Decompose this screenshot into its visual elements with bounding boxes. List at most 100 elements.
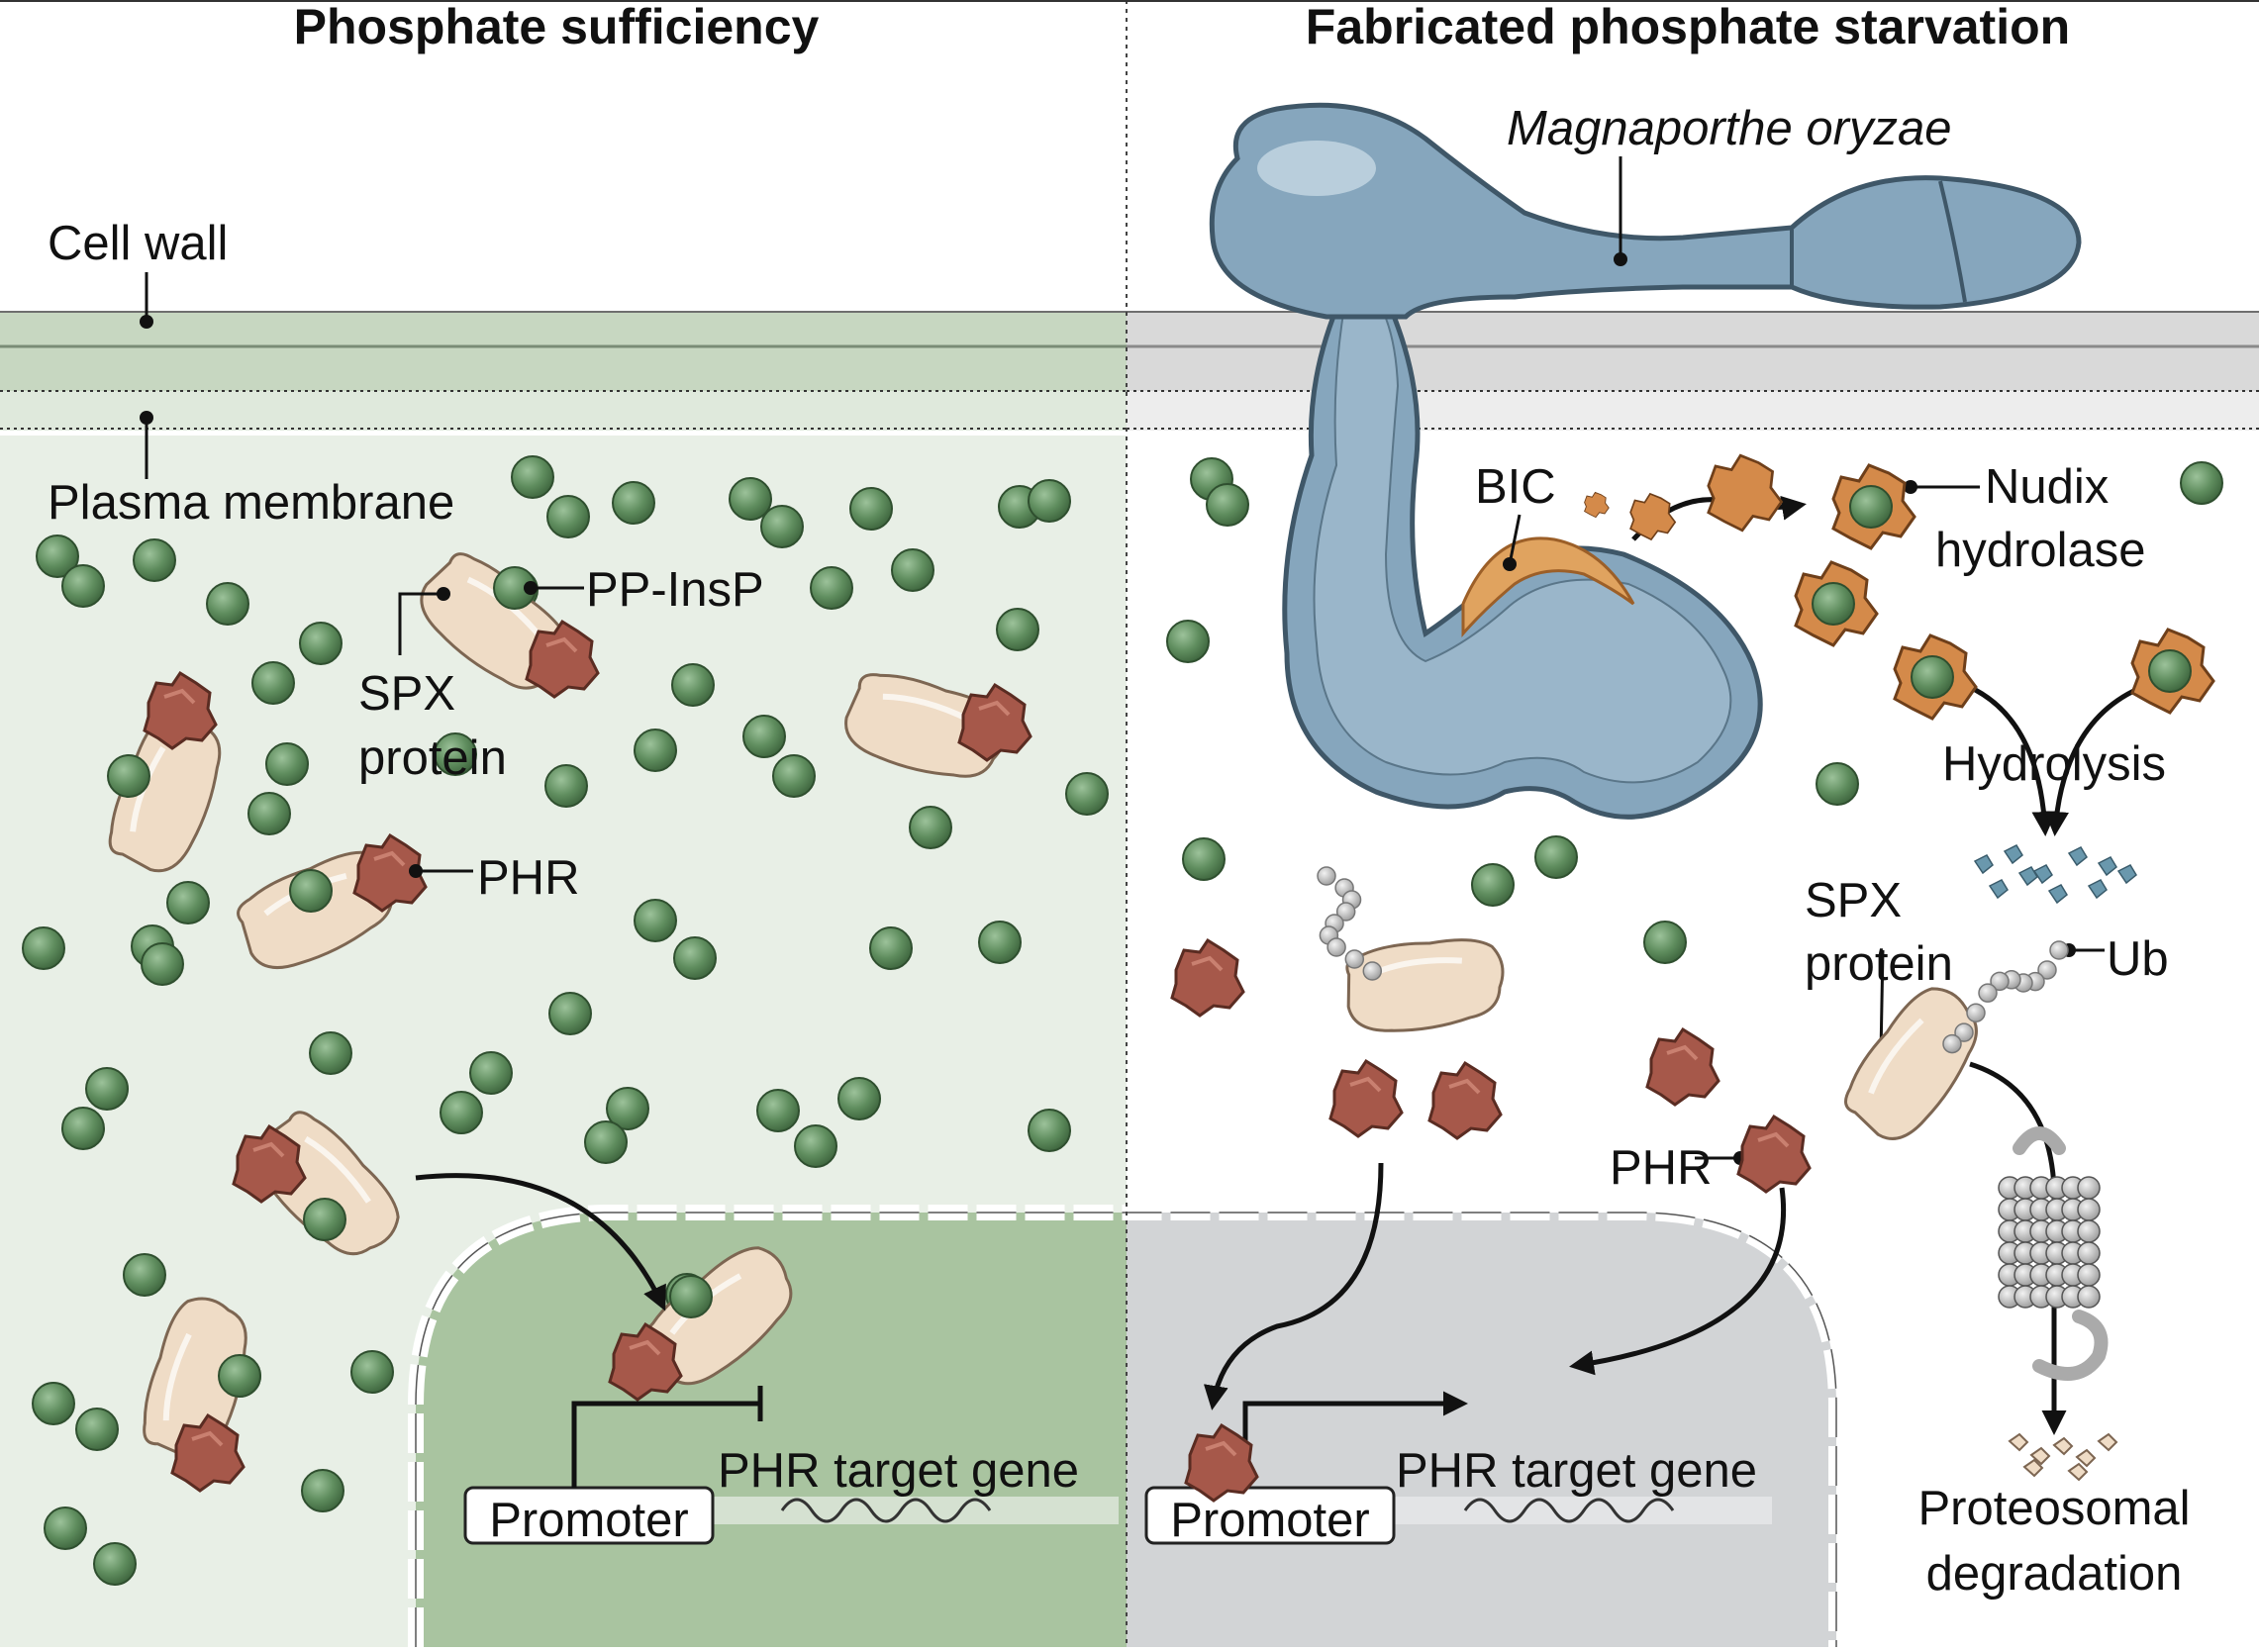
pp-insp-molecule xyxy=(301,1469,344,1512)
degraded-fragment xyxy=(2022,1458,2044,1478)
spx-label-left-line2: protein xyxy=(358,731,507,785)
pp-insp-molecule xyxy=(141,942,184,986)
spx-label-right-line1: SPX xyxy=(1805,874,1902,927)
pp-insp-molecule xyxy=(22,926,65,970)
pp-insp-molecule xyxy=(1065,772,1109,816)
pp-insp-molecule xyxy=(1816,762,1859,806)
ubiquitin xyxy=(1317,866,1336,886)
phr-protein xyxy=(1170,937,1245,1018)
nudix-hydrolase xyxy=(1831,463,1916,550)
pp-insp-molecule xyxy=(760,505,804,548)
pp-insp-molecule xyxy=(309,1031,352,1075)
pp-insp-label: PP-InsP xyxy=(586,563,764,617)
left-cell-wall xyxy=(0,312,1127,391)
nudix-hydrolase xyxy=(2130,628,2215,715)
phr-protein xyxy=(608,1321,683,1402)
pp-insp-molecule xyxy=(1471,863,1515,907)
hydrolysis-label: Hydrolysis xyxy=(1942,737,2166,791)
pp-insp-molecule xyxy=(247,792,291,835)
pp-insp-molecule xyxy=(36,534,79,578)
pp-insp-molecule xyxy=(669,1275,713,1318)
hydrolysis-fragment xyxy=(2047,884,2068,905)
ubiquitin xyxy=(1362,961,1383,981)
pp-insp-molecule xyxy=(612,481,655,525)
pp-insp-molecule xyxy=(511,455,554,499)
spx-label-left-line1: SPX xyxy=(358,667,455,721)
pp-insp-molecule xyxy=(93,1542,137,1586)
promoter-box-right xyxy=(1144,1486,1396,1545)
nudix-hydrolase xyxy=(1893,633,1978,721)
degraded-fragment xyxy=(2075,1448,2097,1468)
hydrolysis-fragment xyxy=(1988,879,2009,900)
pp-insp-molecule xyxy=(1534,835,1578,879)
phr-protein xyxy=(1184,1422,1259,1503)
proteosomal-label-line2: degradation xyxy=(1926,1547,2183,1601)
nudix-label-line1: Nudix xyxy=(1985,460,2109,514)
pp-insp-molecule xyxy=(1166,620,1210,663)
pp-insp-molecule xyxy=(1643,921,1687,964)
nudix-hydrolase xyxy=(1584,491,1610,519)
pp-insp-molecule xyxy=(303,1198,346,1241)
ubiquitin xyxy=(1954,1022,1974,1042)
phr-protein xyxy=(232,1123,307,1204)
phr-label-right: PHR xyxy=(1610,1141,1712,1195)
left-gene: Promoter PHR target gene xyxy=(415,1173,1119,1547)
ubiquitin xyxy=(2049,940,2069,960)
right-gene: Promoter PHR target gene xyxy=(1144,1162,1786,1547)
degraded-fragment xyxy=(2097,1432,2118,1452)
right-title: Fabricated phosphate starvation xyxy=(1306,0,2070,54)
pp-insp-molecule xyxy=(2180,461,2223,505)
pp-insp-molecule xyxy=(634,899,677,942)
pp-insp-molecule xyxy=(996,608,1039,651)
pp-insp-molecule xyxy=(289,869,333,913)
phr-protein xyxy=(525,619,600,699)
pp-insp-molecule xyxy=(299,622,343,665)
magnaporthe-label: Magnaporthe oryzae xyxy=(1507,102,1951,155)
phr-protein xyxy=(170,1412,246,1493)
pp-insp-molecule xyxy=(634,729,677,772)
pp-insp-molecule xyxy=(794,1124,837,1168)
gene-label-left: PHR target gene xyxy=(718,1444,1079,1498)
pp-insp-molecule xyxy=(729,477,772,521)
pp-insp-molecule xyxy=(756,1089,800,1132)
pp-insp-molecule xyxy=(772,754,816,798)
pp-insp-molecule xyxy=(32,1382,75,1425)
pp-insp-molecule xyxy=(166,881,210,924)
ub-label: Ub xyxy=(2107,932,2169,986)
hydrolysis-fragment xyxy=(2067,846,2088,867)
right-molecules xyxy=(1170,453,2215,1503)
nudix-hydrolase xyxy=(1629,492,1677,541)
pp-insp-molecule xyxy=(85,1067,129,1111)
plasma-membrane-label: Plasma membrane xyxy=(48,476,454,530)
ubiquitin xyxy=(1942,1033,1962,1054)
pp-insp-molecule xyxy=(107,754,150,798)
phr-protein xyxy=(1736,1114,1812,1194)
proteasome xyxy=(1998,1126,2109,1381)
pp-insp-molecule xyxy=(350,1350,394,1394)
phr-protein xyxy=(1328,1058,1404,1138)
pp-insp-molecule xyxy=(673,936,717,980)
ubiquitin xyxy=(1978,983,1998,1003)
pp-insp-molecule xyxy=(606,1087,649,1130)
phr-protein xyxy=(1645,1026,1720,1107)
degradation-arrow xyxy=(1969,1061,2067,1435)
phr-protein xyxy=(1427,1060,1503,1140)
pp-insp-molecule xyxy=(849,487,893,531)
degraded-fragment xyxy=(2029,1446,2051,1466)
pp-insp-molecule xyxy=(742,715,786,758)
magnaporthe-fungus xyxy=(1209,102,2082,820)
left-plasma-membrane xyxy=(0,391,1127,431)
hydrolysis-fragment xyxy=(2087,879,2108,900)
hydrolysis-fragment xyxy=(2097,856,2117,877)
pp-insp-molecule xyxy=(546,495,590,538)
pp-insp-molecule xyxy=(1028,1109,1071,1152)
pp-insp-molecule xyxy=(265,742,309,786)
pp-insp-molecule xyxy=(909,806,952,849)
pp-insp-molecule xyxy=(61,1107,105,1150)
phr-protein xyxy=(957,682,1032,762)
promoter-label-left: Promoter xyxy=(489,1494,689,1547)
proteosomal-label-line1: Proteosomal xyxy=(1917,1482,2190,1535)
right-cell-wall xyxy=(1127,312,2259,391)
pp-insp-molecule xyxy=(133,538,176,582)
right-plasma-membrane xyxy=(1127,391,2259,431)
